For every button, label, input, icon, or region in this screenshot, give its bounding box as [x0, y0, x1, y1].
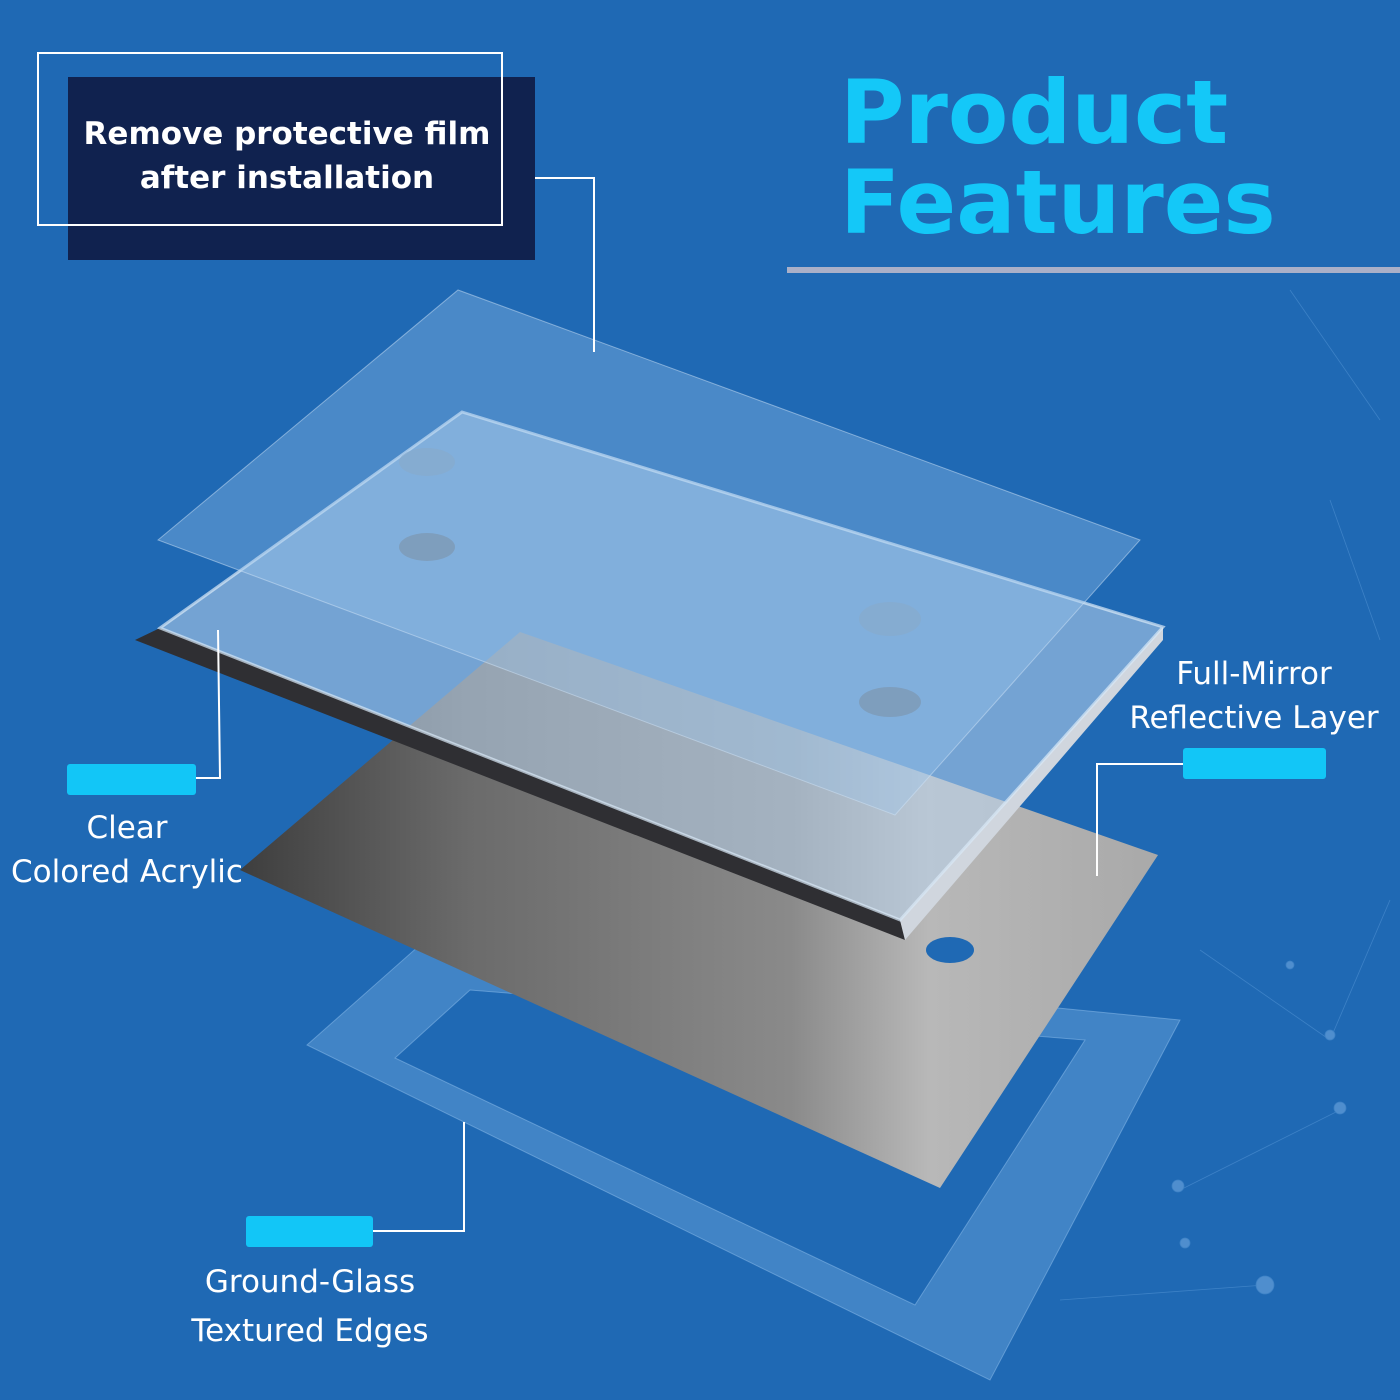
mirror-line-2: Reflective Layer	[1129, 700, 1379, 736]
acrylic-edge-right	[900, 627, 1163, 940]
notice-box	[68, 77, 535, 260]
screw-hole	[859, 687, 921, 717]
edges-line-1: Ground-Glass	[204, 1264, 416, 1300]
notice-text: Remove protective film after installatio…	[40, 112, 534, 200]
mirror-layer	[240, 632, 1158, 1188]
acrylic-callout-label: Clear Colored Acrylic	[0, 806, 254, 894]
edges-line-2: Textured Edges	[191, 1313, 429, 1349]
notice-line-2: after installation	[139, 160, 435, 196]
acrylic-line-2: Colored Acrylic	[11, 854, 243, 890]
hole-shadow	[859, 602, 921, 636]
title-line-1: Product	[840, 61, 1229, 164]
protective-film-layer	[157, 289, 1141, 816]
title-divider	[787, 267, 1400, 273]
hole-shadow	[399, 448, 455, 476]
notice-line-1: Remove protective film	[83, 116, 491, 152]
mirror-callout-label: Full-Mirror Reflective Layer	[1120, 652, 1388, 740]
edges-callout-bar	[246, 1216, 373, 1247]
title-line-2: Features	[840, 151, 1276, 254]
mirror-line-1: Full-Mirror	[1176, 656, 1332, 692]
network-decoration	[1059, 289, 1391, 1301]
notice-frame	[37, 52, 503, 226]
mirror-hole	[926, 937, 974, 963]
acrylic-callout-bar	[67, 764, 196, 795]
ground-glass-frame	[306, 944, 1181, 1381]
acrylic-edge	[135, 628, 905, 940]
screw-hole	[399, 533, 455, 561]
acrylic-line-1: Clear	[86, 810, 168, 846]
page-title: Product Features	[840, 68, 1276, 248]
edges-callout-label: Ground-Glass Textured Edges	[160, 1258, 460, 1356]
mirror-callout-bar	[1183, 748, 1326, 779]
